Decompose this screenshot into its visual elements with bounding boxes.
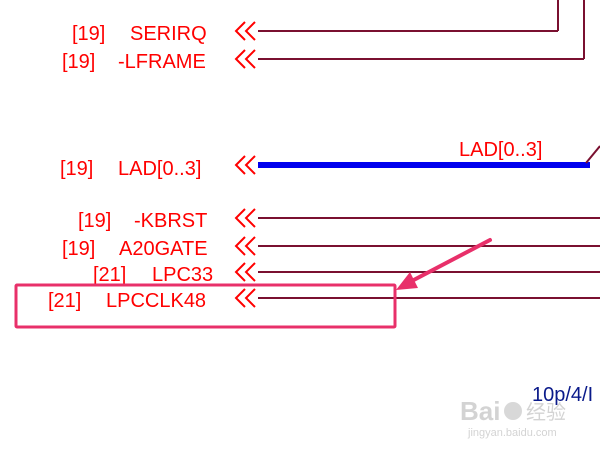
port-arrow-icon: [234, 288, 246, 308]
component-note: 10p/4/I: [532, 384, 593, 406]
port-arrow-icon: [244, 208, 256, 228]
signal-name: SERIRQ: [130, 23, 207, 45]
annotation-arrow-shaft: [406, 238, 492, 285]
port-arrow-icon: [244, 236, 256, 256]
signal-ref: [21]: [93, 264, 126, 286]
signal-name: LPCCLK48: [106, 290, 206, 312]
port-arrow-icon: [244, 262, 256, 282]
port-arrow-icon: [234, 262, 246, 282]
signal-a20gate: [19] A20GATE: [62, 236, 600, 260]
bus-label: LAD[0..3]: [459, 139, 542, 161]
port-arrow-icon: [244, 155, 256, 175]
signal-ref: [19]: [78, 210, 111, 232]
port-arrow-icon: [244, 288, 256, 308]
signal-ref: [19]: [72, 23, 105, 45]
watermark-url: jingyan.baidu.com: [467, 427, 557, 439]
port-arrow-icon: [244, 21, 256, 41]
signal-ref: [21]: [48, 290, 81, 312]
port-arrow-icon: [234, 49, 246, 69]
signal-lframe: [19] -LFRAME: [62, 49, 584, 73]
signal-name: LAD[0..3]: [118, 158, 201, 180]
watermark: Bai 经验 jingyan.baidu.com: [460, 396, 566, 439]
signal-ref: [19]: [60, 158, 93, 180]
port-arrow-icon: [234, 208, 246, 228]
signal-kbrst: [19] -KBRST: [78, 208, 600, 232]
signal-lpc33: [21] LPC33: [93, 262, 600, 286]
signal-name: -LFRAME: [118, 51, 206, 73]
signal-name: A20GATE: [119, 238, 208, 260]
watermark-brand: Bai: [460, 396, 500, 426]
bus-entry: [585, 145, 600, 164]
port-arrow-icon: [234, 21, 246, 41]
port-arrow-icon: [234, 236, 246, 256]
highlight-box: [14, 283, 397, 329]
annotation-arrow-icon: [396, 272, 418, 290]
signal-lad-bus: [19] LAD[0..3] LAD[0..3]: [60, 139, 600, 180]
signal-lpcclk48: [21] LPCCLK48: [48, 288, 600, 312]
signal-ref: [19]: [62, 238, 95, 260]
signal-serirq: [19] SERIRQ: [72, 21, 558, 45]
signal-name: -KBRST: [134, 210, 207, 232]
port-arrow-icon: [244, 49, 256, 69]
watermark-suffix: 经验: [526, 401, 566, 424]
signal-name: LPC33: [152, 264, 213, 286]
signal-ref: [19]: [62, 51, 95, 73]
paw-icon: [504, 402, 522, 420]
port-arrow-icon: [234, 155, 246, 175]
